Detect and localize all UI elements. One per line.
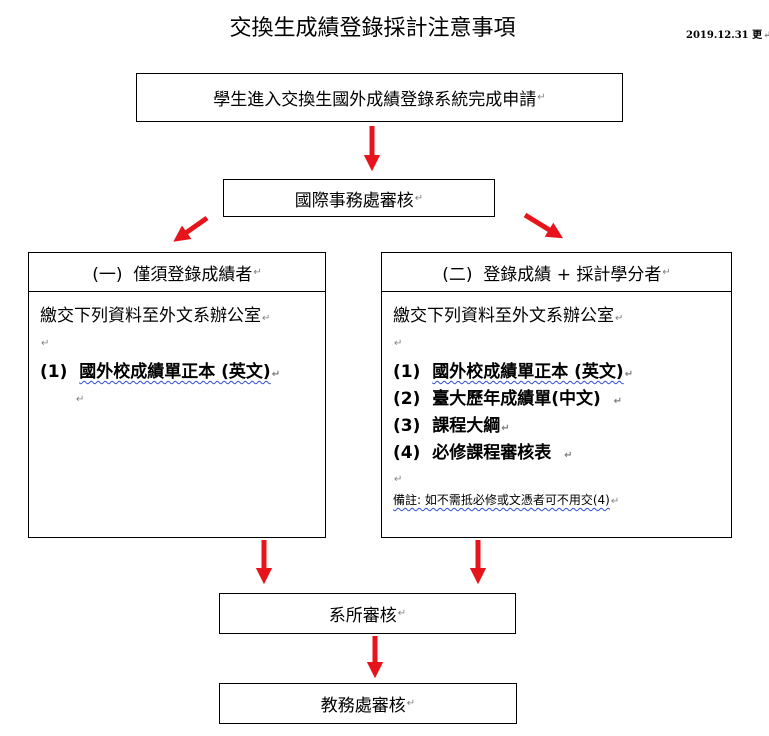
grades-and-credits-item-2: (2) 臺大歷年成績單(中文) ↵ xyxy=(393,389,622,409)
step-academic-affairs-box: 教務處審核↵ xyxy=(219,683,517,724)
blank-line: ↵ xyxy=(394,474,403,485)
grades-and-credits-item-4: (4) 必修課程審核表 ↵ xyxy=(393,443,573,463)
step-international-office-box: 國際事務處審核↵ xyxy=(223,179,495,217)
grades-and-credits-note: 備註: 如不需抵必修或文憑者可不用交(4)↵ xyxy=(393,493,620,507)
blank-line: ↵ xyxy=(41,338,50,349)
page-title: 交換生成績登錄採計注意事項 xyxy=(229,16,516,41)
arrow-down-left-icon xyxy=(173,215,209,242)
grades-and-credits-heading: (二) 登錄成績 + 採計學分者↵ xyxy=(382,253,731,292)
step-student-apply-box: 學生進入交換生國外成績登錄系統完成申請↵ xyxy=(136,73,623,122)
grades-only-item-1: (1) 國外校成績單正本 (英文)↵ xyxy=(40,362,281,382)
grades-and-credits-intro: 繳交下列資料至外文系辦公室↵ xyxy=(393,306,624,326)
grades-and-credits-item-1: (1) 國外校成績單正本 (英文)↵ xyxy=(393,362,634,382)
grades-only-box: (一) 僅須登錄成績者↵ 繳交下列資料至外文系辦公室↵ ↵ (1) 國外校成績單… xyxy=(28,252,326,538)
blank-line: ↵ xyxy=(394,338,403,349)
revision-date: 2019.12.31 更↵ xyxy=(686,30,769,41)
arrow-down-right-icon xyxy=(523,212,564,239)
blank-line: ↵ xyxy=(76,394,85,405)
grades-only-intro: 繳交下列資料至外文系辦公室↵ xyxy=(40,306,271,326)
grades-and-credits-box: (二) 登錄成績 + 採計學分者↵ 繳交下列資料至外文系辦公室↵ ↵ (1) 國… xyxy=(381,252,732,538)
grades-and-credits-item-3: (3) 課程大綱↵ xyxy=(393,416,510,436)
grades-only-heading: (一) 僅須登錄成績者↵ xyxy=(29,253,325,292)
step-department-review-box: 系所審核↵ xyxy=(219,593,516,634)
